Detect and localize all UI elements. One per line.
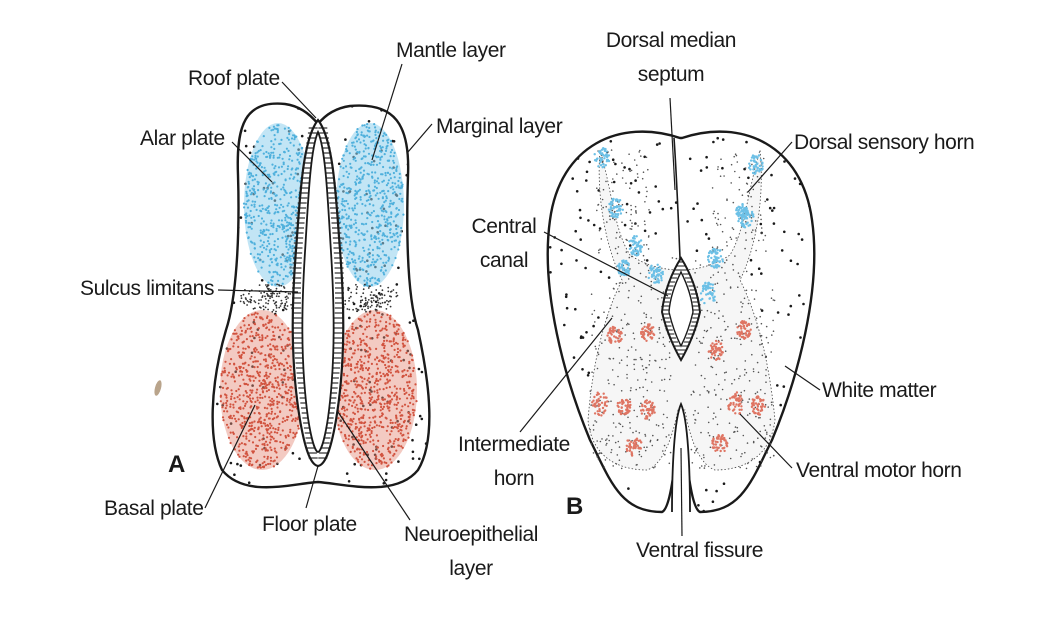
label-dorsal-median-septum: Dorsal median septum: [596, 28, 746, 88]
label-intermediate-line2: horn: [493, 467, 535, 490]
leader-ventral-motor-horn: [739, 413, 793, 469]
leader-marginal-layer: [407, 123, 433, 153]
label-dorsal-median-line1: Dorsal median: [605, 29, 737, 52]
label-basal-plate: Basal plate: [104, 497, 204, 520]
leader-dorsal-median-septum: [669, 97, 676, 191]
label-white-matter: White matter: [822, 379, 937, 402]
panel-b-figure: [519, 97, 821, 537]
label-dorsal-median-line2: septum: [637, 63, 705, 86]
label-neuroepithelial-line1: Neuroepithelial: [403, 523, 539, 546]
leader-mantle-layer: [371, 63, 403, 161]
label-floor-plate: Floor plate: [262, 513, 357, 536]
leader-dorsal-sensory-horn: [747, 141, 793, 193]
panel-a-leader-lines: [204, 63, 433, 521]
leader-neuroepithelial: [337, 411, 411, 521]
leader-ventral-fissure: [680, 447, 683, 537]
label-central-canal-line2: canal: [479, 249, 529, 272]
label-alar-plate: Alar plate: [140, 127, 225, 150]
dorsal-median-septum: [673, 137, 681, 259]
leader-floor-plate: [305, 465, 319, 509]
label-neuroepithelial-line2: layer: [449, 557, 493, 580]
central-lumen: [301, 129, 335, 453]
ventral-motor-horn-nuclei: [591, 320, 767, 457]
basal-plate-stipple: [219, 310, 418, 470]
leader-central-canal: [543, 231, 669, 297]
label-neuroepithelial-layer: Neuroepithelial layer: [396, 522, 546, 582]
label-ventral-motor-horn: Ventral motor horn: [796, 459, 962, 482]
panel-a-figure: [204, 63, 433, 521]
label-mantle-layer: Mantle layer: [396, 39, 506, 62]
leader-intermediate-horn: [519, 317, 613, 433]
label-marginal-layer: Marginal layer: [436, 115, 563, 138]
panel-b-leader-lines: [519, 97, 821, 537]
leader-alar-plate: [231, 141, 273, 183]
label-dorsal-sensory-horn: Dorsal sensory horn: [794, 131, 975, 154]
label-sulcus-limitans: Sulcus limitans: [80, 277, 215, 300]
dorsal-sensory-horn-nuclei: [593, 147, 764, 305]
central-canal-hatching: [662, 261, 700, 355]
label-central-canal-line1: Central: [471, 215, 537, 238]
leader-basal-plate: [204, 404, 256, 509]
label-ventral-fissure: Ventral fissure: [636, 539, 764, 562]
label-roof-plate: Roof plate: [188, 67, 280, 90]
leader-roof-plate: [281, 81, 317, 119]
leader-sulcus-limitans: [217, 289, 299, 293]
central-canal-lumen: [668, 270, 694, 348]
label-intermediate-line1: Intermediate: [458, 433, 570, 456]
label-intermediate-horn: Intermediate horn: [454, 432, 574, 492]
stain-mark: [154, 380, 162, 396]
label-central-canal: Central canal: [464, 214, 544, 274]
leader-white-matter: [784, 365, 821, 391]
panel-a-letter: A: [168, 451, 185, 478]
panel-b-letter: B: [566, 493, 583, 520]
